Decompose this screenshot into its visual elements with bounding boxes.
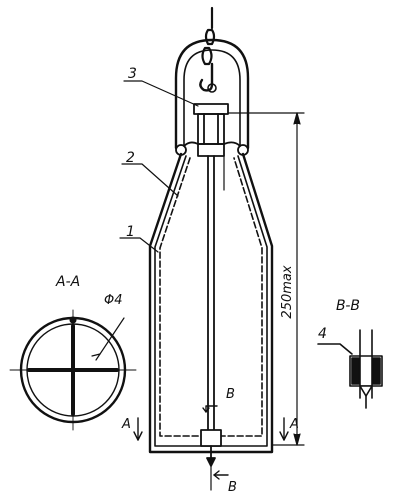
part-1-label: 1 [126,224,135,240]
section-cut-b [202,405,229,480]
hook [199,62,214,92]
part-3-label: 3 [128,66,137,82]
section-aa-view [9,309,137,431]
section-aa-title: A-A [55,274,80,290]
bottom-valve [200,429,222,491]
bottle-outer-wall [148,152,274,454]
diameter-label: Φ4 [104,293,123,308]
central-rod [207,155,225,433]
section-bb-title: B-B [336,298,360,314]
cut-b-top-label: B [226,387,235,402]
top-fitting [175,103,249,157]
bottle-inner-liner [154,155,268,447]
dimension-line [227,112,305,446]
part-2-label: 2 [126,150,135,166]
dimension-label: 250max [280,265,295,318]
part-4-label: 4 [318,326,327,342]
cut-a-right-label: A [289,417,299,432]
cut-b-bottom-label: B [228,480,237,495]
leader-lines [119,80,199,253]
section-bb-view [317,329,383,409]
cut-a-left-label: A [121,417,131,432]
bail-frame [174,38,250,150]
suspension-chain [201,6,216,66]
section-cut-a [133,417,289,441]
